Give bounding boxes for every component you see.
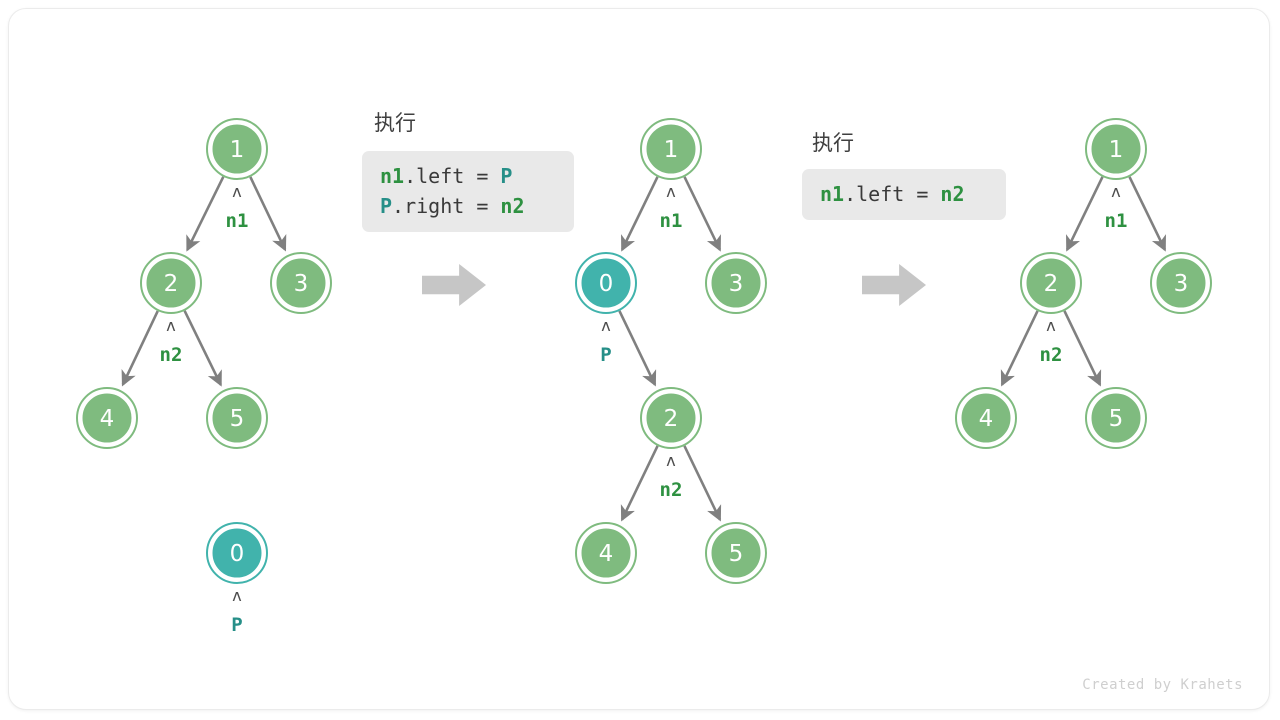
pointer-label: P — [231, 614, 242, 636]
code-token: .left = — [404, 164, 501, 188]
pointer-label: n2 — [1040, 344, 1063, 366]
pointer-label: n2 — [660, 479, 683, 501]
tree-node: 1 — [1085, 118, 1147, 180]
tree-edge — [121, 310, 159, 387]
tree-edges-layer — [121, 176, 1167, 522]
node-value: 2 — [664, 406, 679, 432]
tree-node: 2 — [640, 387, 702, 449]
code-token: .right = — [392, 194, 501, 218]
code-line: P.right = n2 — [380, 191, 556, 221]
credit-text: Created by Krahets — [1082, 677, 1243, 693]
pointer-caret-icon: ʌ — [1046, 316, 1056, 335]
pointer-label: n1 — [1105, 210, 1128, 232]
code-token: n2 — [500, 194, 525, 218]
tree-node: 1 — [640, 118, 702, 180]
tree-node: 2 — [1020, 252, 1082, 314]
node-value: 3 — [729, 271, 744, 297]
exec-heading-right: 执行 — [812, 131, 854, 155]
exec-heading-middle: 执行 — [374, 111, 416, 135]
code-token: n1 — [820, 182, 845, 206]
node-value: 2 — [1044, 271, 1059, 297]
pointer-caret-icon: ʌ — [666, 182, 676, 201]
pointer-label: n2 — [160, 344, 183, 366]
code-line: n1.left = P — [380, 161, 556, 191]
node-value: 1 — [1109, 137, 1124, 163]
node-value: 3 — [1174, 271, 1189, 297]
tree-node: 5 — [206, 387, 268, 449]
tree-node: 5 — [705, 522, 767, 584]
pointer-caret-icon: ʌ — [1111, 182, 1121, 201]
tree-edge — [249, 176, 287, 252]
code-token: n1 — [380, 164, 405, 188]
tree-node: 3 — [270, 252, 332, 314]
node-value: 3 — [294, 271, 309, 297]
step-arrows-layer — [422, 264, 926, 306]
tree-edge — [183, 310, 222, 387]
pointer-label: n1 — [660, 210, 683, 232]
node-value: 0 — [599, 271, 614, 297]
node-value: 4 — [979, 406, 994, 432]
tree-node: 4 — [76, 387, 138, 449]
node-value: 0 — [230, 541, 245, 567]
node-value: 5 — [1109, 406, 1124, 432]
tree-edge — [620, 176, 659, 252]
tree-node: 3 — [1150, 252, 1212, 314]
code-block-right: n1.left = n2 — [802, 169, 1006, 220]
pointer-label: P — [600, 344, 611, 366]
tree-edge — [620, 445, 659, 522]
node-value: 4 — [100, 406, 115, 432]
tree-node: 1 — [206, 118, 268, 180]
pointer-label: n1 — [226, 210, 249, 232]
tree-node: 4 — [955, 387, 1017, 449]
tree-node: 4 — [575, 522, 637, 584]
node-value: 1 — [230, 137, 245, 163]
tree-edge — [1128, 176, 1167, 252]
tree-edge — [618, 310, 657, 387]
pointer-caret-icon: ʌ — [232, 182, 242, 201]
tree-edge — [186, 176, 225, 252]
tree-node: 5 — [1085, 387, 1147, 449]
tree-node: 0 — [575, 252, 637, 314]
pointer-caret-icon: ʌ — [666, 451, 676, 470]
node-value: 5 — [230, 406, 245, 432]
code-token: n2 — [940, 182, 965, 206]
tree-edge — [683, 176, 722, 252]
tree-edge — [1065, 176, 1104, 252]
node-value: 2 — [164, 271, 179, 297]
tree-node: 3 — [705, 252, 767, 314]
code-token: P — [380, 194, 393, 218]
code-token: P — [500, 164, 513, 188]
step-transition-arrow-icon — [422, 264, 486, 306]
pointer-caret-icon: ʌ — [601, 316, 611, 335]
code-token: .left = — [844, 182, 941, 206]
pointer-caret-icon: ʌ — [232, 586, 242, 605]
code-line: n1.left = n2 — [820, 179, 988, 209]
node-value: 5 — [729, 541, 744, 567]
tree-node: 0 — [206, 522, 268, 584]
node-value: 4 — [599, 541, 614, 567]
tree-edge — [683, 445, 722, 522]
tree-edge — [1063, 310, 1102, 387]
tree-node: 2 — [140, 252, 202, 314]
tree-edge — [1000, 310, 1039, 387]
step-transition-arrow-icon — [862, 264, 926, 306]
node-value: 1 — [664, 137, 679, 163]
pointer-caret-icon: ʌ — [166, 316, 176, 335]
